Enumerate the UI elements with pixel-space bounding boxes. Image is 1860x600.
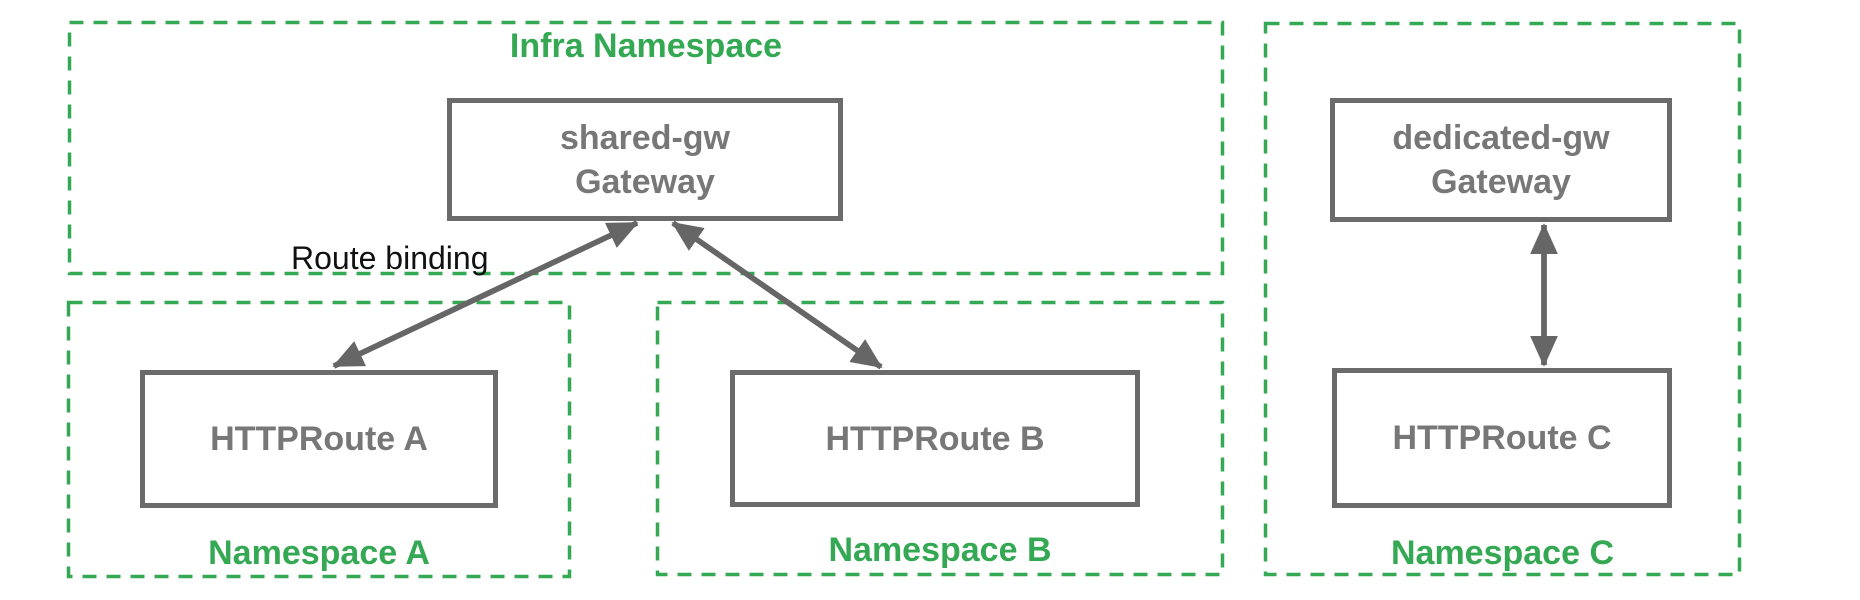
shared-gateway-node: shared-gw Gateway — [447, 98, 843, 221]
httproute-a-node: HTTPRoute A — [140, 370, 498, 508]
route-binding-label: Route binding — [291, 240, 489, 276]
namespace-b-label: Namespace B — [828, 531, 1052, 569]
httproute-b-node: HTTPRoute B — [730, 370, 1140, 507]
infra-namespace-label: Infra Namespace — [509, 27, 783, 65]
httproute-c-node: HTTPRoute C — [1332, 368, 1672, 508]
route-b-binding-arrow — [671, 220, 883, 370]
namespace-c-label: Namespace C — [1390, 534, 1614, 572]
dedicated-gateway-node: dedicated-gw Gateway — [1330, 98, 1672, 222]
namespace-a-label: Namespace A — [208, 534, 430, 572]
